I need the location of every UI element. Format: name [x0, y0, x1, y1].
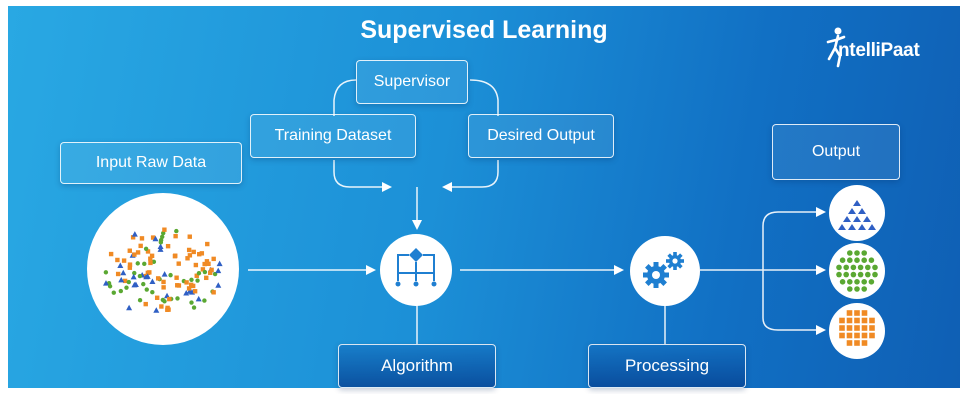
blue-triangles-icon	[829, 185, 885, 241]
brand-logo-text: ntelliPaat	[838, 40, 920, 61]
flowchart-decision-icon	[380, 234, 452, 306]
training-dataset-box: Training Dataset	[250, 114, 416, 158]
green-dots-icon	[829, 243, 885, 299]
desired-output-box: Desired Output	[468, 114, 614, 158]
algorithm-box: Algorithm	[338, 344, 496, 388]
gears-icon	[630, 236, 700, 306]
diagram-title: Supervised Learning	[360, 16, 608, 44]
output-box: Output	[772, 124, 900, 180]
processing-box: Processing	[588, 344, 746, 388]
supervisor-box: Supervisor	[356, 60, 468, 104]
scatter-mixed-shapes-icon	[87, 193, 239, 345]
running-figure-logo	[826, 27, 846, 68]
orange-squares-icon	[829, 303, 885, 359]
input-raw-data-box: Input Raw Data	[60, 142, 242, 184]
